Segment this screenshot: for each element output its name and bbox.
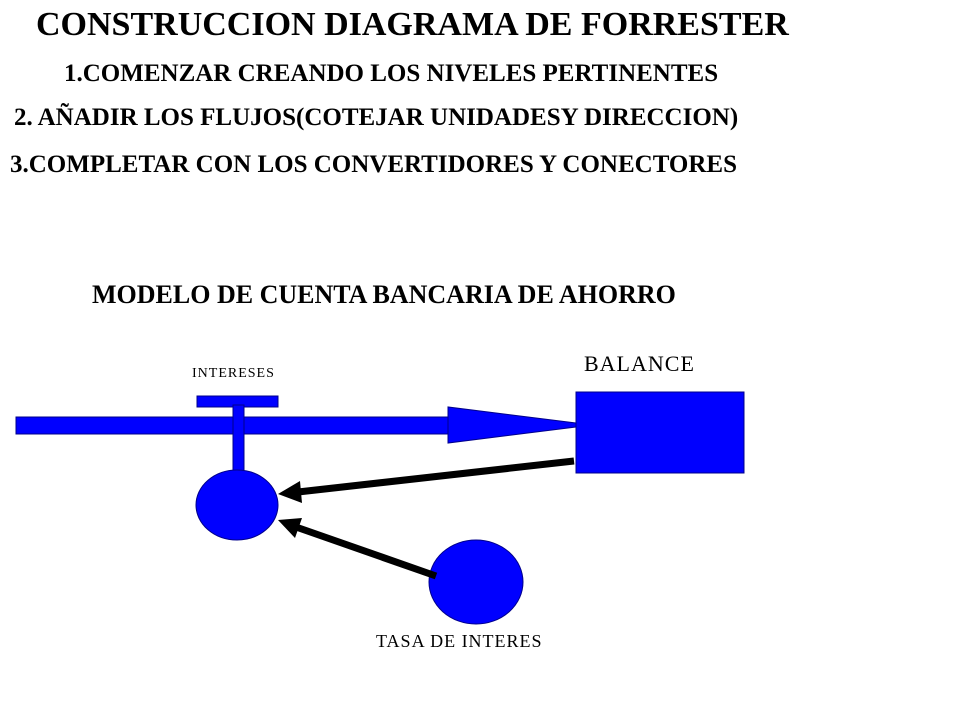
tasa-label: TASA DE INTERES <box>376 631 543 651</box>
page-title: CONSTRUCCION DIAGRAMA DE FORRESTER <box>36 6 789 43</box>
tasa-converter-circle <box>428 539 524 625</box>
flow-rate-circle <box>195 469 279 541</box>
step-1: 1.COMENZAR CREANDO LOS NIVELES PERTINENT… <box>64 60 719 87</box>
diagram-title: MODELO DE CUENTA BANCARIA DE AHORRO <box>92 280 676 309</box>
step-2: 2. AÑADIR LOS FLUJOS(COTEJAR UNIDADESY D… <box>14 104 739 131</box>
balance-label: BALANCE <box>584 351 695 376</box>
balance-stock <box>575 391 745 474</box>
connector-tasa-to-intereses <box>278 518 438 580</box>
flow-valve <box>196 395 279 476</box>
step-3: 3.COMPLETAR CON LOS CONVERTIDORES Y CONE… <box>10 151 738 178</box>
connector-balance-to-intereses <box>278 457 575 503</box>
flow-arrow <box>15 406 593 444</box>
intereses-label: INTERESES <box>192 366 275 381</box>
